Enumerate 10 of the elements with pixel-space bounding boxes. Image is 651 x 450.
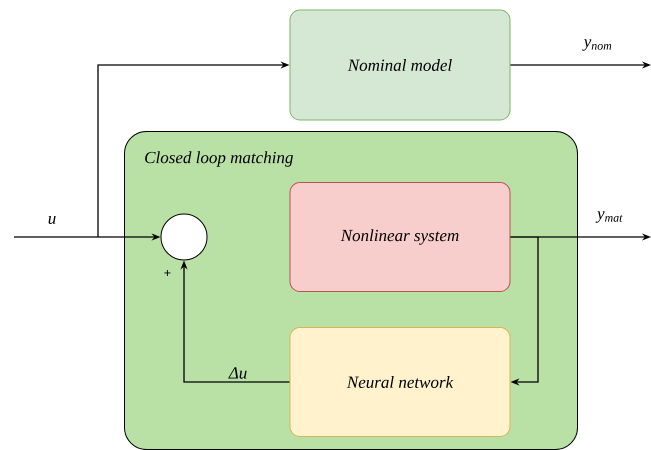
edge-label: y$_{mat}$ (596, 211, 623, 223)
edge-label: y$_{nom}$ (582, 39, 612, 51)
edge-label: Δu (228, 367, 247, 379)
node-label: + (164, 270, 170, 276)
process-box: Neural network (290, 327, 510, 437)
arrow (510, 236, 539, 386)
edge-label: u (48, 216, 56, 224)
summing-junction: + (160, 214, 208, 276)
process-box: Nonlinear system (290, 182, 510, 292)
process-box: Nominal model (290, 10, 510, 120)
